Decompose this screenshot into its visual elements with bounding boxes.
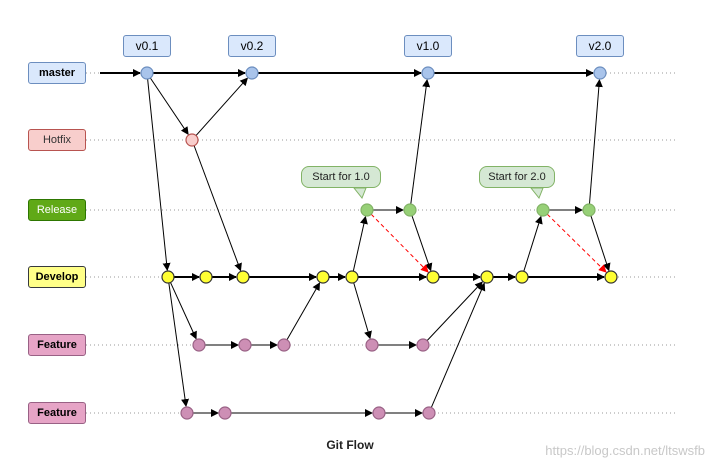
version-tag: v0.2	[228, 35, 276, 57]
commit-edge	[147, 78, 171, 272]
diagram-title: Git Flow	[326, 438, 374, 452]
version-tag: v0.1	[123, 35, 171, 57]
feature-commit-node	[422, 406, 436, 420]
commit-nodes	[140, 66, 618, 420]
feature-commit-node	[238, 338, 252, 352]
commit-edge	[590, 215, 611, 272]
release-commit-node	[360, 203, 374, 217]
lane-label-develop: Develop	[28, 266, 86, 288]
develop-commit-node	[604, 270, 618, 284]
commit-edge	[286, 282, 321, 341]
lane-label-feature: Feature	[28, 402, 86, 424]
feature-commit-node	[277, 338, 291, 352]
feature-commit-node	[218, 406, 232, 420]
commit-edge	[170, 282, 197, 340]
master-commit-node	[421, 66, 435, 80]
develop-commit-node	[236, 270, 250, 284]
dashed-merge-edge	[370, 213, 429, 273]
lane-label-master: master	[28, 62, 86, 84]
master-commit-node	[140, 66, 154, 80]
lane-label-release: Release	[28, 199, 86, 221]
version-tag: v2.0	[576, 35, 624, 57]
hotfix-commit-node	[185, 133, 199, 147]
develop-commit-node	[345, 270, 359, 284]
commit-edge	[411, 215, 433, 272]
callout-tail	[529, 187, 544, 199]
feature-commit-node	[192, 338, 206, 352]
lane-guidelines	[86, 72, 678, 414]
master-commit-node	[593, 66, 607, 80]
commit-edge	[523, 215, 543, 272]
callout-tail	[352, 187, 367, 199]
dashed-merge-edge	[546, 213, 607, 273]
release-start-callout: Start for 1.0	[301, 166, 381, 188]
feature-commit-node	[372, 406, 386, 420]
release-commit-node	[536, 203, 550, 217]
commit-edge	[430, 282, 486, 408]
commit-edge	[426, 281, 483, 341]
develop-commit-node	[480, 270, 494, 284]
feature-commit-node	[416, 338, 430, 352]
version-tag: v1.0	[404, 35, 452, 57]
commit-edges	[100, 69, 611, 417]
develop-commit-node	[199, 270, 213, 284]
develop-commit-node	[316, 270, 330, 284]
commit-edge	[352, 215, 368, 272]
release-commit-node	[403, 203, 417, 217]
commit-edge	[149, 77, 189, 136]
commit-edge	[410, 78, 431, 205]
feature-commit-node	[180, 406, 194, 420]
master-commit-node	[245, 66, 259, 80]
commit-edge	[168, 282, 190, 408]
commit-edge	[195, 77, 248, 136]
develop-commit-node	[161, 270, 175, 284]
release-start-callout: Start for 2.0	[479, 166, 555, 188]
watermark: https://blog.csdn.net/ltswsfb	[545, 443, 705, 458]
release-commit-node	[582, 203, 596, 217]
commit-edge	[353, 282, 372, 340]
develop-commit-node	[426, 270, 440, 284]
lane-label-hotfix: Hotfix	[28, 129, 86, 151]
commit-edge	[193, 145, 242, 272]
lane-label-feature: Feature	[28, 334, 86, 356]
commit-edge	[588, 78, 603, 205]
feature-commit-node	[365, 338, 379, 352]
develop-commit-node	[515, 270, 529, 284]
